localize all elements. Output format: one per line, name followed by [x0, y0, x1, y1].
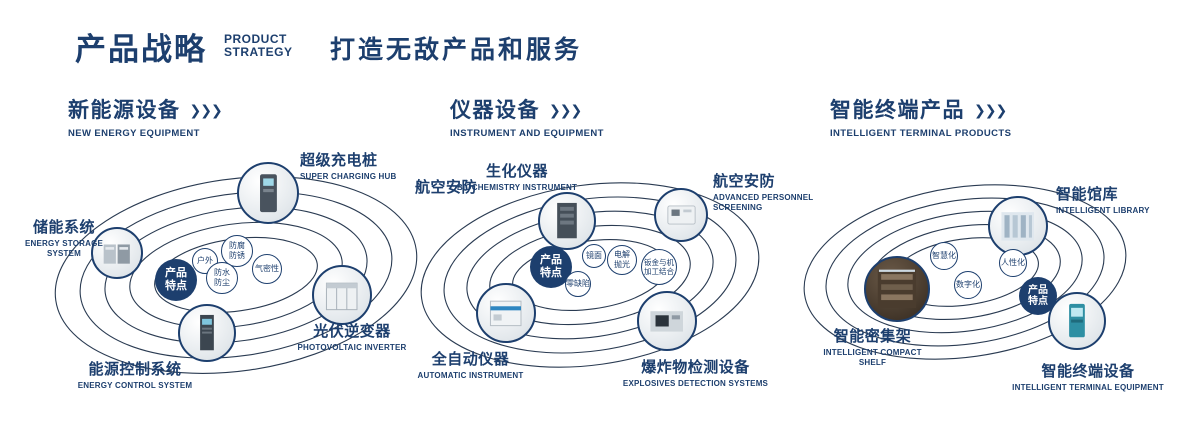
- feature-label: 零缺陷: [566, 279, 590, 289]
- compact-shelf-icon: [877, 269, 917, 309]
- xray-scanner-icon: [650, 310, 684, 332]
- node-label-explosives-detection: 爆炸物检测设备 EXPLOSIVES DETECTION SYSTEMS: [618, 356, 773, 389]
- chevron-right-icon: ❯❯❯: [189, 102, 223, 118]
- hub-label: 产品特点: [1028, 284, 1048, 308]
- node-label-zh: 智能终端设备: [1041, 363, 1135, 380]
- section-subtitle: NEW ENERGY EQUIPMENT: [68, 128, 200, 139]
- node-label-en: AUTOMATIC INSTRUMENT: [417, 371, 524, 380]
- node-label-zh: 生化仪器: [485, 163, 548, 180]
- node-label-energy-control: 能源控制系统 ENERGY CONTROL SYSTEM: [70, 358, 200, 391]
- section-header-instruments: 仪器设备 ❯❯❯ INSTRUMENT AND EQUIPMENT: [450, 94, 604, 139]
- control-cabinet-icon: [200, 315, 214, 351]
- node-label-en: BIOCHEMISTRY INSTRUMENT: [456, 183, 578, 192]
- feature-bubble: 镜面: [582, 244, 606, 268]
- feature-label: 气密性: [255, 264, 279, 274]
- node-label-zh: 航空安防: [713, 173, 776, 190]
- node-label-zh: 智能密集架: [833, 328, 912, 345]
- node-label-zh: 能源控制系统: [88, 361, 182, 378]
- feature-label: 人性化: [1001, 258, 1025, 268]
- chevron-right-icon: ❯❯❯: [974, 102, 1007, 118]
- page-tagline: 打造无敌产品和服务: [330, 36, 583, 64]
- node-intelligent-compact-shelf: [864, 256, 930, 322]
- node-photovoltaic-inverter: [312, 265, 372, 325]
- node-label-en: INTELLIGENT TERMINAL EQUIPMENT: [1012, 383, 1164, 392]
- feature-label: 电解抛光: [614, 250, 630, 269]
- section-subtitle: INTELLIGENT TERMINAL PRODUCTS: [830, 128, 1012, 139]
- node-label-zh: 智能馆库: [1056, 186, 1119, 203]
- feature-label: 智慧化: [932, 251, 956, 261]
- page-title: 产品战略: [75, 32, 207, 67]
- feature-bubble: 气密性: [252, 254, 282, 284]
- node-label-zh: 爆炸物检测设备: [641, 359, 750, 376]
- section-header-new-energy: 新能源设备 ❯❯❯ NEW ENERGY EQUIPMENT: [68, 94, 223, 139]
- chevron-right-icon: ❯❯❯: [549, 102, 582, 118]
- feature-bubble: 钣金与机加工结合: [641, 249, 677, 285]
- feature-bubble: 防水防尘: [206, 262, 238, 294]
- label-aviation-security-left: 航空安防: [415, 179, 478, 196]
- node-label-en: ADVANCED PERSONNEL SCREENING: [713, 193, 814, 213]
- page-subtitle-line2: STRATEGY: [224, 44, 293, 59]
- hub-product-features: 产品特点: [155, 259, 197, 301]
- hub-product-features: 产品特点: [1019, 277, 1057, 315]
- node-explosives-detection: [637, 291, 697, 351]
- feature-bubble: 智慧化: [930, 242, 958, 270]
- node-label-intelligent-terminal-equipment: 智能终端设备 INTELLIGENT TERMINAL EQUIPMENT: [1008, 360, 1168, 393]
- section-title: 仪器设备: [450, 99, 540, 122]
- node-label-en: ENERGY STORAGE SYSTEM: [24, 239, 104, 259]
- node-biochemistry-instrument: [538, 192, 596, 250]
- node-label-zh: 超级充电桩: [300, 152, 378, 169]
- inverter-cabinet-icon: [326, 282, 358, 310]
- feature-bubble: 零缺陷: [565, 271, 591, 297]
- section-title: 智能终端产品: [830, 99, 965, 122]
- feature-bubble: 数字化: [954, 271, 982, 299]
- hub-label: 产品特点: [540, 254, 562, 279]
- feature-label: 镜面: [586, 251, 602, 261]
- node-label-en: EXPLOSIVES DETECTION SYSTEMS: [622, 379, 769, 388]
- feature-bubble: 电解抛光: [607, 245, 637, 275]
- node-automatic-instrument: [476, 283, 536, 343]
- node-energy-control: [178, 304, 236, 362]
- node-label-zh: 全自动仪器: [431, 351, 510, 368]
- feature-label: 防腐防锈: [229, 241, 245, 260]
- node-label-automatic-instrument: 全自动仪器 AUTOMATIC INSTRUMENT: [408, 348, 533, 381]
- node-label-personnel-screening: 航空安防 ADVANCED PERSONNEL SCREENING: [713, 170, 818, 214]
- node-label-en: PHOTOVOLTAIC INVERTER: [297, 343, 407, 352]
- node-label-super-charging-hub: 超级充电桩 SUPER CHARGING HUB: [300, 149, 420, 182]
- node-label-en: INTELLIGENT COMPACT SHELF: [823, 348, 922, 368]
- node-label-zh: 光伏逆变器: [313, 323, 391, 340]
- section-subtitle: INSTRUMENT AND EQUIPMENT: [450, 128, 604, 139]
- feature-label: 防水防尘: [214, 268, 230, 287]
- node-label-zh: 储能系统: [32, 219, 95, 236]
- server-rack-icon: [557, 203, 577, 239]
- node-super-charging-hub: [237, 162, 299, 224]
- feature-label: 数字化: [956, 280, 980, 290]
- node-energy-storage: [91, 227, 143, 279]
- node-label-energy-storage: 储能系统 ENERGY STORAGE SYSTEM: [18, 216, 110, 260]
- page-subtitle-line1: PRODUCT: [224, 32, 287, 46]
- kiosk-icon: [1069, 304, 1085, 338]
- feature-bubble: 防腐防锈: [221, 235, 253, 267]
- screening-machine-icon: [666, 205, 696, 225]
- node-label-en: ENERGY CONTROL SYSTEM: [77, 381, 193, 390]
- node-label-biochemistry: 生化仪器 BIOCHEMISTRY INSTRUMENT: [452, 160, 582, 193]
- library-shelves-icon: [1001, 211, 1035, 241]
- storage-cabinets-icon: [103, 244, 131, 264]
- hub-label: 产品特点: [165, 267, 187, 292]
- node-label-intelligent-library: 智能馆库 INTELLIGENT LIBRARY: [1056, 183, 1171, 216]
- page-subtitle: PRODUCT STRATEGY: [224, 33, 292, 58]
- node-label-en: SUPER CHARGING HUB: [300, 172, 397, 181]
- node-label-en: INTELLIGENT LIBRARY: [1056, 206, 1150, 215]
- analyzer-icon: [490, 300, 522, 326]
- feature-label: 户外: [197, 256, 213, 266]
- node-intelligent-library: [988, 196, 1048, 256]
- node-label-intelligent-compact-shelf: 智能密集架 INTELLIGENT COMPACT SHELF: [815, 325, 930, 369]
- section-title: 新能源设备: [68, 99, 181, 122]
- section-header-intelligent-terminal: 智能终端产品 ❯❯❯ INTELLIGENT TERMINAL PRODUCTS: [830, 94, 1011, 139]
- feature-bubble: 人性化: [999, 249, 1027, 277]
- feature-label: 钣金与机加工结合: [644, 258, 674, 276]
- charging-pile-icon: [259, 174, 277, 212]
- node-personnel-screening: [654, 188, 708, 242]
- node-label-photovoltaic-inverter: 光伏逆变器 PHOTOVOLTAIC INVERTER: [292, 320, 412, 353]
- node-intelligent-terminal-equipment: [1048, 292, 1106, 350]
